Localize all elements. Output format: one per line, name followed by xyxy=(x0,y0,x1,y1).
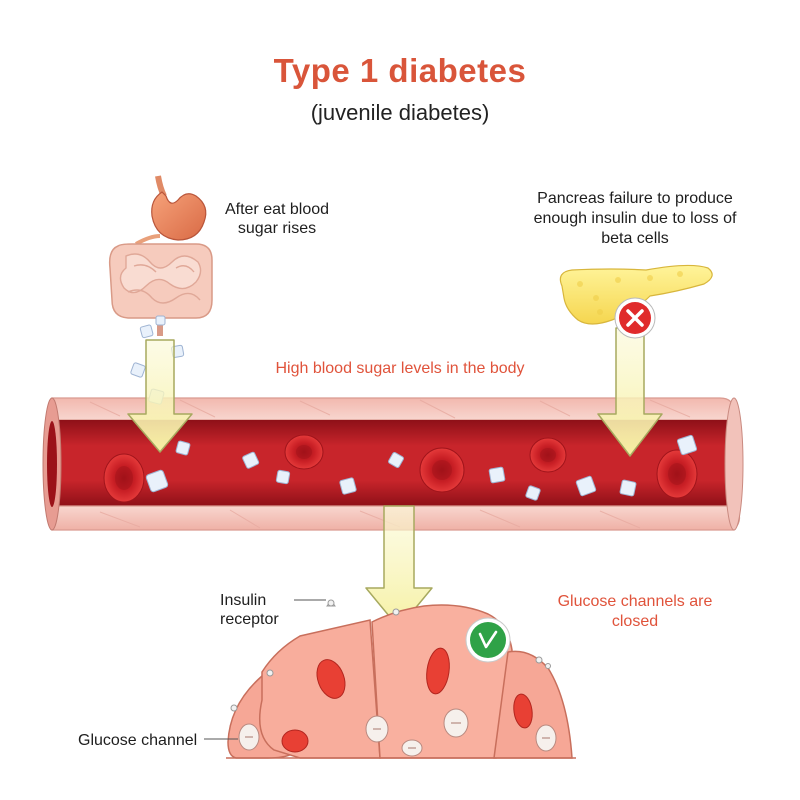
diagram-subtitle: (juvenile diabetes) xyxy=(310,100,490,125)
insulin-receptor-label: Insulin receptor xyxy=(220,592,279,628)
glucose-cube xyxy=(145,469,169,493)
glucose-cube xyxy=(242,451,260,469)
glucose-cubes xyxy=(145,434,698,501)
after-eat-label: After eat blood sugar rises xyxy=(224,201,330,237)
glucose-channel xyxy=(443,708,469,738)
glucose-cube xyxy=(676,434,698,456)
red-blood-cell xyxy=(103,453,145,503)
glucose-cube xyxy=(339,477,357,495)
red-blood-cells xyxy=(103,434,698,503)
cell xyxy=(259,619,381,759)
pancreas xyxy=(559,264,713,325)
nucleus xyxy=(316,659,346,699)
glucose-cube xyxy=(275,469,291,485)
glucose-cube xyxy=(619,479,637,497)
glucose-cube xyxy=(175,440,191,456)
nucleus xyxy=(513,693,533,729)
nucleus xyxy=(426,647,450,695)
arrow-intestine-to-vessel xyxy=(127,339,193,453)
glucose-channel xyxy=(401,739,423,757)
glucose-channel xyxy=(365,715,389,743)
glucose-channel-label: Glucose channel xyxy=(78,732,198,749)
cell xyxy=(493,650,573,759)
red-blood-cell xyxy=(656,449,698,499)
glucose-cube xyxy=(575,475,597,497)
stomach xyxy=(151,191,207,241)
pancreas-failure-label: Pancreas failure to produce enough insul… xyxy=(533,190,737,247)
glucose-channels xyxy=(238,708,557,757)
glucose-channel xyxy=(238,723,260,751)
check-mark-icon xyxy=(465,617,511,663)
glucose-channels-closed-label: Glucose channels are closed xyxy=(557,593,713,630)
glucose-channel xyxy=(535,724,557,752)
leader-lines xyxy=(204,599,326,740)
arrow-pancreas-to-vessel xyxy=(597,327,663,457)
red-blood-cell xyxy=(284,434,324,470)
glucose-cube xyxy=(525,485,541,501)
digestive-system xyxy=(108,175,213,336)
high-blood-sugar-label: High blood sugar levels in the body xyxy=(275,360,525,377)
diagram-title: Type 1 diabetes xyxy=(273,52,527,89)
red-blood-cell xyxy=(529,437,567,473)
nucleus xyxy=(281,729,309,753)
red-blood-cell xyxy=(419,447,465,493)
glucose-cube xyxy=(388,452,404,468)
x-mark-icon xyxy=(614,297,656,339)
glucose-cube xyxy=(488,466,506,484)
